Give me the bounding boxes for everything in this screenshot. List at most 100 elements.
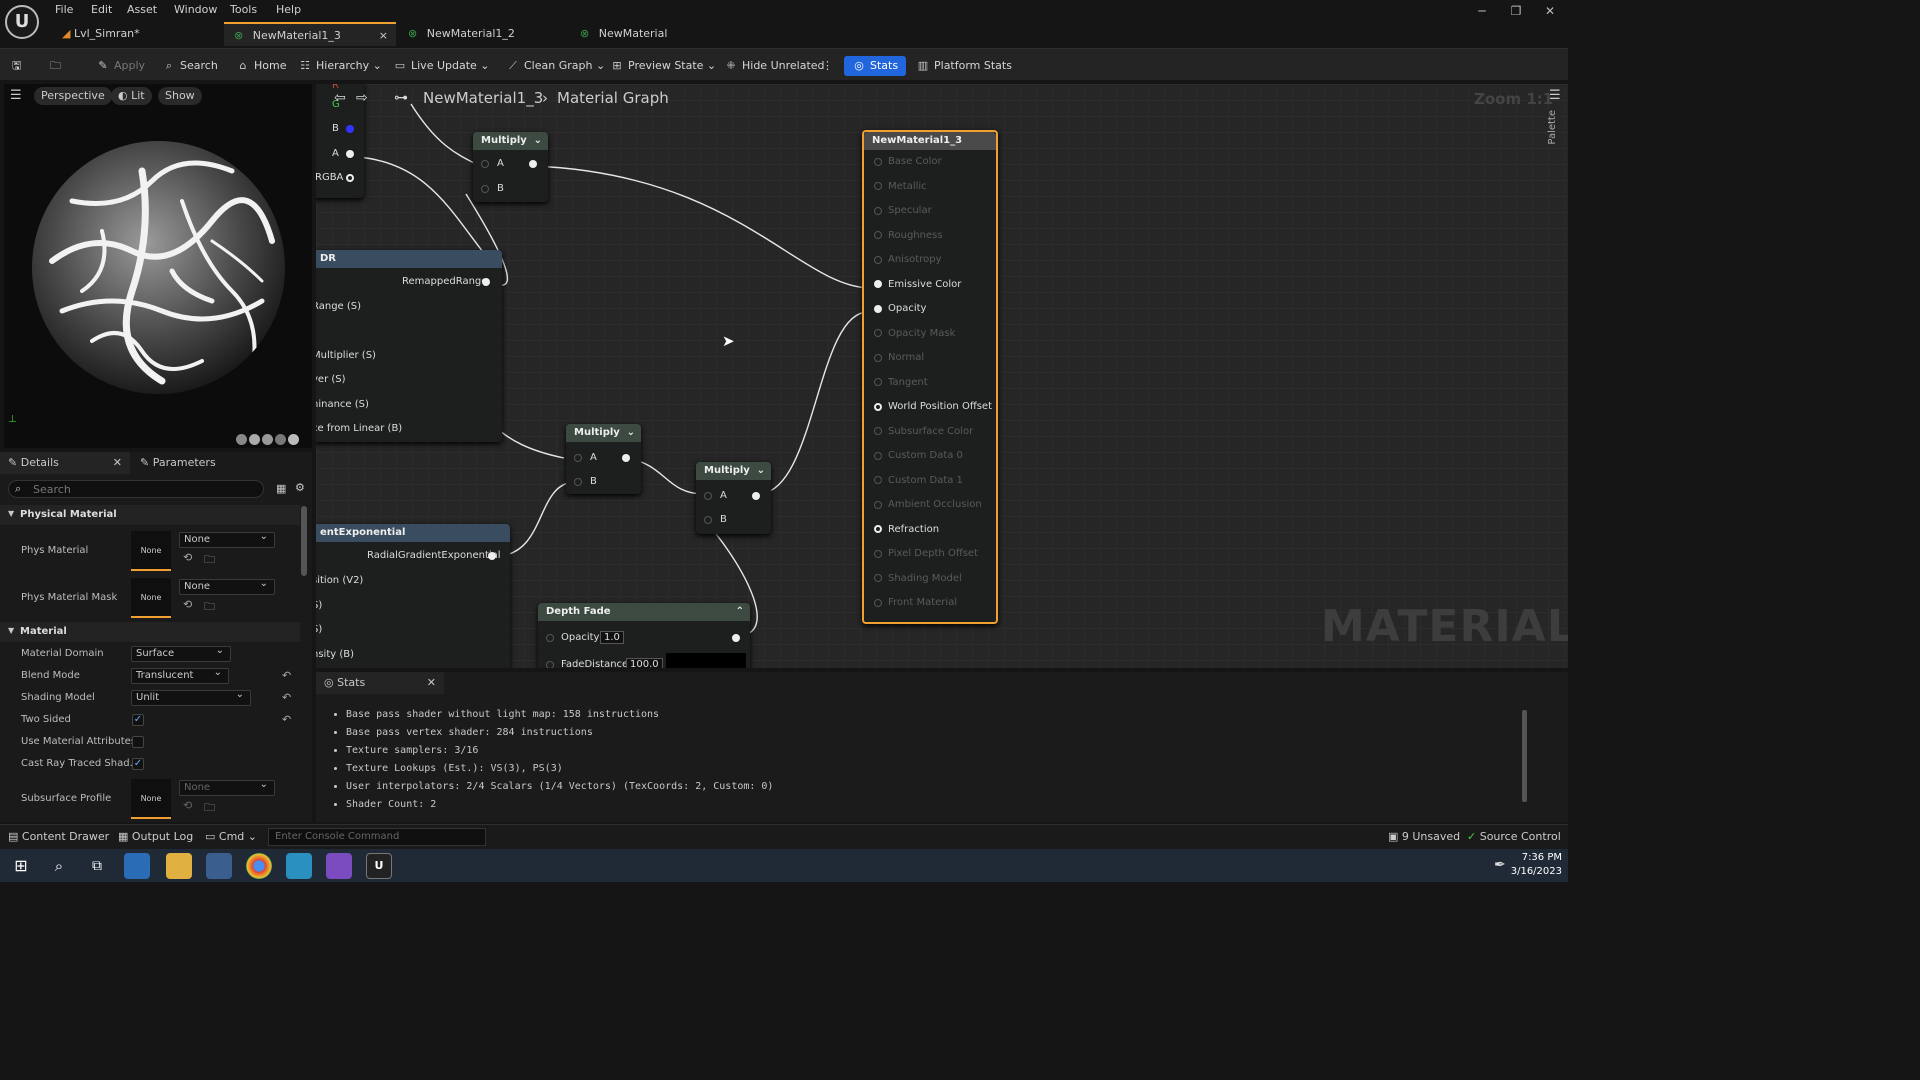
- show-button[interactable]: Show: [158, 87, 202, 105]
- close-stats-icon[interactable]: ✕: [426, 676, 436, 689]
- windows-start-icon[interactable]: ⊞: [14, 856, 28, 875]
- result-pin-row[interactable]: World Position Offset: [874, 401, 992, 413]
- breadcrumb-material[interactable]: NewMaterial1_3: [423, 89, 544, 107]
- grid-view-icon[interactable]: ▦: [276, 482, 287, 495]
- input-pin[interactable]: [874, 598, 882, 607]
- opacity-value-input[interactable]: 1.0: [600, 631, 624, 644]
- section-material[interactable]: Material: [0, 622, 300, 642]
- two-sided-checkbox[interactable]: ✓: [132, 714, 144, 726]
- shading-model-dropdown[interactable]: Unlit: [131, 688, 251, 706]
- pin-b[interactable]: [346, 125, 354, 133]
- close-window-button[interactable]: ✕: [1544, 4, 1556, 18]
- settings-gear-icon[interactable]: ⚙: [295, 481, 305, 494]
- depth-fade-node[interactable]: Depth Fade⌃ Opacity 1.0 FadeDistance 100…: [538, 603, 750, 668]
- console-command-input[interactable]: Enter Console Command: [268, 828, 486, 846]
- pin-output[interactable]: [732, 634, 740, 642]
- plane-shape-icon[interactable]: [262, 434, 273, 445]
- content-drawer-button[interactable]: ▤ Content Drawer: [8, 830, 109, 843]
- task-view-icon[interactable]: ⧉: [92, 858, 102, 874]
- menu-edit[interactable]: Edit: [91, 3, 113, 16]
- result-pin-row[interactable]: Tangent: [874, 377, 928, 389]
- result-pin-row[interactable]: Emissive Color: [874, 279, 961, 291]
- unreal-engine-icon[interactable]: U: [366, 853, 392, 879]
- forward-arrow-icon[interactable]: ⇨: [356, 90, 368, 106]
- details-search-input[interactable]: ⌕ Search: [8, 480, 264, 498]
- pin-a[interactable]: [346, 150, 354, 158]
- menu-asset[interactable]: Asset: [127, 3, 158, 16]
- apply-button[interactable]: ✎Apply: [96, 56, 145, 76]
- more-options-icon[interactable]: ⋮: [822, 59, 833, 72]
- cylinder-shape-icon[interactable]: [236, 434, 247, 445]
- visual-studio-icon[interactable]: [326, 853, 352, 879]
- stats-scrollbar[interactable]: [1522, 710, 1527, 802]
- result-pin-row[interactable]: Ambient Occlusion: [874, 499, 982, 511]
- collapse-chevron-icon[interactable]: ⌄: [533, 135, 542, 146]
- multiply-node-3[interactable]: Multiply⌄ A B: [696, 462, 771, 534]
- clean-graph-button[interactable]: ⟋Clean Graph ⌄: [506, 56, 605, 76]
- use-material-attributes-checkbox[interactable]: [132, 736, 144, 748]
- tab-newmaterial1-2[interactable]: ⊗ NewMaterial1_2: [398, 22, 568, 46]
- close-details-icon[interactable]: ✕: [112, 456, 122, 469]
- subsurface-profile-dropdown[interactable]: None: [179, 778, 275, 796]
- stats-tab[interactable]: ◎ Stats ✕: [316, 672, 444, 694]
- result-pin-row[interactable]: Metallic: [874, 181, 927, 193]
- phys-material-thumbnail[interactable]: None: [131, 531, 171, 571]
- input-pin[interactable]: [874, 574, 882, 582]
- collapse-chevron-icon[interactable]: ⌃: [735, 606, 744, 617]
- output-log-button[interactable]: ▦ Output Log: [118, 830, 193, 843]
- parameters-tab[interactable]: ✎ Parameters: [140, 452, 216, 474]
- remap-node[interactable]: DR RemappedRange Range (S) Multiplier (S…: [316, 250, 502, 442]
- tab-newmaterial[interactable]: ⊗ NewMaterial: [570, 22, 730, 46]
- menu-help[interactable]: Help: [276, 3, 302, 16]
- collapse-chevron-icon[interactable]: ⌄: [756, 465, 765, 476]
- reset-to-default-icon[interactable]: ↶: [282, 713, 292, 726]
- pin-a[interactable]: [481, 160, 489, 168]
- blend-mode-dropdown[interactable]: Translucent: [131, 666, 229, 684]
- result-pin-row[interactable]: Normal: [874, 352, 924, 364]
- unsaved-button[interactable]: ▣ 9 Unsaved: [1388, 830, 1460, 843]
- search-button[interactable]: ⌕Search: [162, 56, 218, 76]
- result-pin-row[interactable]: Front Material: [874, 597, 957, 609]
- input-pin[interactable]: [874, 329, 882, 337]
- search-icon[interactable]: ⌕: [54, 857, 64, 875]
- clock-date[interactable]: 3/16/2023: [1510, 866, 1562, 877]
- menu-tools[interactable]: Tools: [230, 3, 258, 16]
- pen-icon[interactable]: ✒: [1494, 857, 1506, 873]
- store-icon[interactable]: [206, 853, 232, 879]
- perspective-button[interactable]: Perspective: [34, 87, 112, 105]
- input-pin[interactable]: [874, 231, 882, 239]
- cube-shape-icon[interactable]: [275, 434, 286, 445]
- teapot-shape-icon[interactable]: [288, 434, 299, 445]
- cast-ray-traced-checkbox[interactable]: ✓: [132, 758, 144, 770]
- preview-state-button[interactable]: ⊞Preview State ⌄: [610, 56, 716, 76]
- pin-fade-distance[interactable]: [546, 661, 554, 668]
- input-pin[interactable]: [874, 402, 882, 411]
- chrome-icon[interactable]: [246, 853, 272, 879]
- use-selected-icon[interactable]: ⟲: [183, 551, 193, 564]
- input-pin[interactable]: [874, 182, 882, 190]
- pin-rgba[interactable]: [346, 174, 354, 182]
- result-pin-row[interactable]: Anisotropy: [874, 254, 941, 266]
- palette-menu-icon[interactable]: ☰: [1549, 88, 1561, 103]
- use-selected-icon[interactable]: ⟲: [183, 799, 193, 812]
- input-pin[interactable]: [874, 525, 882, 533]
- cmd-dropdown[interactable]: ▭ Cmd ⌄: [205, 830, 257, 843]
- save-icon[interactable]: 🖫: [12, 59, 22, 72]
- hierarchy-button[interactable]: ☷Hierarchy ⌄: [298, 56, 382, 76]
- result-pin-row[interactable]: Specular: [874, 205, 932, 217]
- edge-browser-icon[interactable]: [124, 853, 150, 879]
- lit-button[interactable]: ◐ Lit: [111, 87, 152, 105]
- pin-a[interactable]: [704, 492, 712, 500]
- minimize-button[interactable]: ─: [1478, 4, 1486, 18]
- reset-to-default-icon[interactable]: ↶: [282, 669, 292, 682]
- result-pin-row[interactable]: Opacity: [874, 303, 926, 315]
- sphere-shape-icon[interactable]: [249, 434, 260, 445]
- hide-unrelated-button[interactable]: ⁜Hide Unrelated: [724, 56, 824, 76]
- pin-output[interactable]: [622, 454, 630, 462]
- pin-output[interactable]: [752, 492, 760, 500]
- subsurface-profile-thumbnail[interactable]: None: [131, 779, 171, 819]
- app-icon[interactable]: [286, 853, 312, 879]
- preview-viewport[interactable]: ☰ Perspective ◐ Lit Show ⊥: [4, 84, 312, 448]
- back-arrow-icon[interactable]: ⇦: [334, 90, 346, 106]
- input-pin[interactable]: [874, 500, 882, 509]
